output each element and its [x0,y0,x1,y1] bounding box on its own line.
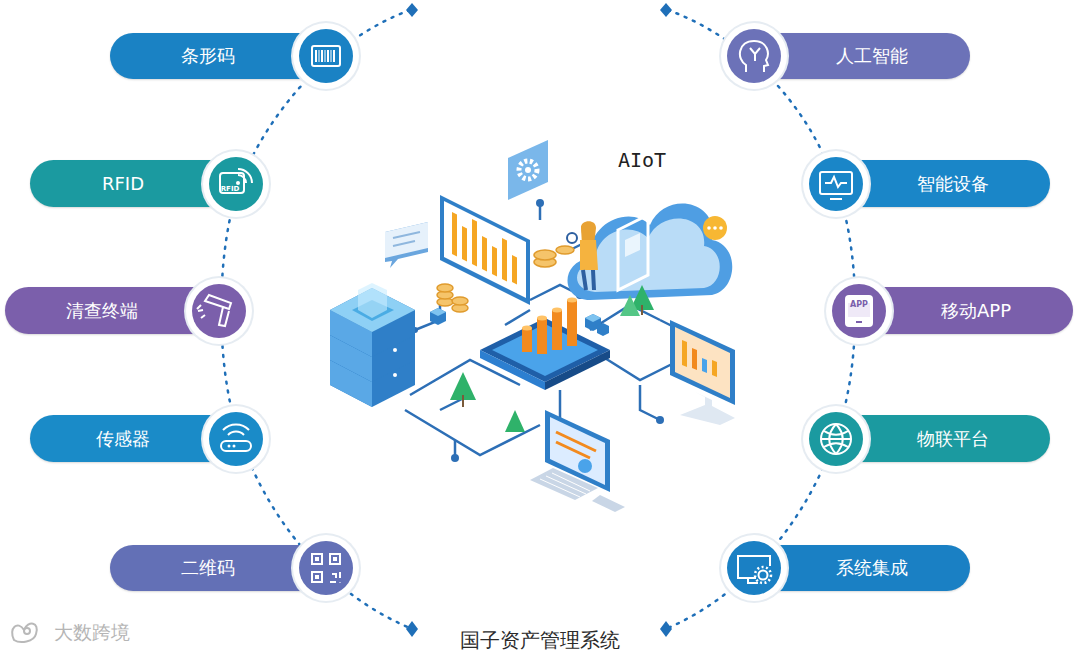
watermark: 大数跨境 [54,623,130,642]
rfid-icon-text: RFID [221,186,240,193]
pill-label: 系统集成 [836,556,908,580]
desktop-computer [530,410,625,512]
pill-box: 条形码 [110,33,332,79]
arc-end-diamond [406,3,672,637]
diagram-title: 国子资产管理系统 [460,629,620,651]
person-figure [567,221,598,290]
pill-label: 智能设备 [917,172,989,196]
server-stack [330,283,415,407]
chat-bubble [385,222,428,268]
monitor-right [670,320,735,425]
pill-label: 移动APP [941,299,1011,323]
cloud [568,204,733,300]
pill-box: RFID [30,160,242,207]
barcode-icon [288,18,364,94]
pill-box: 智能设备 [830,160,1050,207]
pill-box: 二维码 [110,545,332,591]
pill-label: 物联平台 [917,427,989,451]
pill-box: 清查终端 [5,287,225,334]
rfid-icon [198,146,274,222]
pill-label: 清查终端 [66,299,138,323]
scanner-icon [181,273,257,349]
pill-label: 人工智能 [836,44,908,68]
app-icon [821,273,897,349]
pill-box: 移动APP [853,287,1073,334]
pill-label: RFID [102,173,144,194]
message-dots [703,216,727,240]
coins [437,246,574,312]
pill-label: 传感器 [96,427,150,451]
app-icon-text: APP [850,301,868,309]
globe-icon [798,401,874,477]
tablet-chart [480,298,610,391]
device-icon [798,146,874,222]
aiot-label: AIoT [618,150,666,170]
pill-label: 二维码 [181,556,235,580]
pill-box: 系统集成 [748,545,970,591]
dotted-arc [221,10,855,628]
pill-box: 物联平台 [830,415,1050,462]
system-icon [716,530,792,606]
watermark-logo [12,624,37,642]
pill-box: 传感器 [30,415,242,462]
ai-icon [716,18,792,94]
pill-label: 条形码 [181,44,235,68]
gear-card [508,140,548,200]
trees [450,285,654,432]
sensor-icon [198,401,274,477]
pill-box: 人工智能 [748,33,970,79]
qr-icon [288,530,364,606]
